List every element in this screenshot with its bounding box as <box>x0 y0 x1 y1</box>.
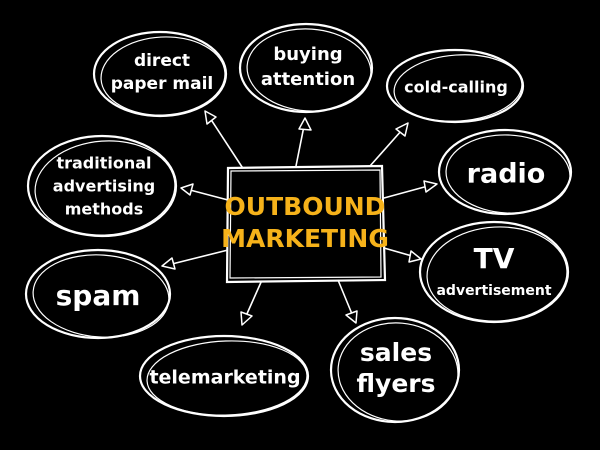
node-traditional-advertising-methods: traditional advertising methods <box>26 134 178 238</box>
arrowhead-buying-attention <box>298 117 312 131</box>
node-oval-echo <box>34 140 176 236</box>
node-label-line-1: traditional <box>56 154 151 173</box>
center-title-line-2: MARKETING <box>221 224 389 253</box>
node-label-line-2: attention <box>261 69 355 90</box>
node-telemarketing: telemarketing <box>138 334 310 418</box>
node-label-line-1: sales <box>360 338 432 367</box>
node-label-line-1: spam <box>56 279 141 312</box>
arrowhead-direct-paper-mail <box>204 110 217 125</box>
connectors <box>161 110 438 326</box>
node-oval-echo <box>337 322 459 422</box>
node-oval-echo <box>445 134 571 214</box>
node-label-line-1: telemarketing <box>149 367 300 389</box>
connector-direct-paper-mail <box>209 117 245 171</box>
node-oval-echo <box>32 254 170 338</box>
node-oval <box>24 248 172 340</box>
node-label-line-1: cold-calling <box>404 78 508 97</box>
node-label-line-1: TV <box>474 242 515 275</box>
node-label-line-1: radio <box>467 159 546 190</box>
connector-radio <box>383 185 429 199</box>
arrowhead-telemarketing <box>240 311 253 326</box>
node-cold-calling: cold-calling <box>385 48 525 124</box>
node-oval <box>26 134 178 238</box>
center-box-echo <box>229 169 382 279</box>
node-label-line-2: advertisement <box>436 283 551 299</box>
node-oval <box>138 334 310 418</box>
node-direct-paper-mail: direct paper mail <box>92 30 228 118</box>
connector-telemarketing <box>245 279 263 317</box>
node-oval-echo <box>426 226 568 322</box>
connector-buying-attention <box>295 125 305 167</box>
node-oval-echo <box>246 28 372 112</box>
node-spam: spam <box>24 248 172 340</box>
node-oval-echo <box>393 54 523 122</box>
center-title-line-1: OUTBOUND <box>225 192 386 221</box>
arrowhead-traditional-advertising-methods <box>180 183 194 196</box>
arrowhead-cold-calling <box>395 122 409 137</box>
node-oval <box>418 220 570 324</box>
arrowhead-radio <box>423 180 438 193</box>
center-node: OUTBOUND MARKETING <box>221 164 389 284</box>
node-oval <box>329 316 461 424</box>
center-box <box>225 164 387 284</box>
node-oval <box>92 30 228 118</box>
node-label-line-1: direct <box>134 51 190 71</box>
node-sales-flyers: sales flyers <box>329 316 461 424</box>
node-label-line-2: paper mail <box>111 74 213 94</box>
node-label-line-2: advertising <box>53 177 155 196</box>
node-label-line-3: methods <box>65 200 144 219</box>
arrowhead-sales-flyers <box>345 310 358 324</box>
node-oval <box>238 22 374 114</box>
connector-sales-flyers <box>337 279 353 315</box>
connector-tv-advertisement <box>383 247 413 257</box>
node-oval <box>385 48 525 124</box>
connector-traditional-advertising-methods <box>189 189 229 201</box>
arrowhead-spam <box>161 257 176 270</box>
node-oval-echo <box>100 36 226 116</box>
node-buying-attention: buying attention <box>238 22 374 114</box>
connector-cold-calling <box>369 129 403 167</box>
node-label-line-1: buying <box>273 44 342 65</box>
node-radio: radio <box>437 128 573 216</box>
connector-spam <box>171 249 229 265</box>
arrowhead-tv-advertisement <box>408 250 422 263</box>
node-label-line-2: flyers <box>357 369 436 398</box>
node-oval-echo <box>146 340 308 416</box>
node-tv-advertisement: TV advertisement <box>418 220 570 324</box>
node-oval <box>437 128 573 216</box>
